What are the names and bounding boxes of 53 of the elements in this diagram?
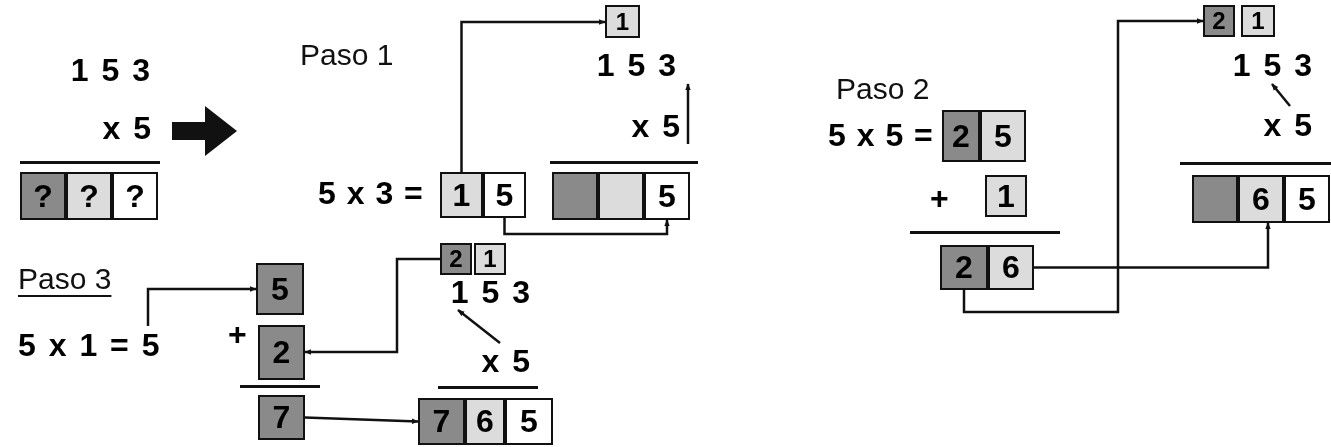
step-title: Paso 3 (18, 262, 112, 296)
digit-box: 5 (483, 172, 526, 218)
arrow (503, 218, 670, 236)
number-row: x 5 (1250, 106, 1324, 144)
digit-box: 1 (985, 175, 1027, 217)
number-row: 1 5 3 (432, 274, 542, 310)
empty-digit-box (1192, 175, 1238, 223)
digit-box: 6 (465, 398, 505, 445)
arrow (146, 286, 257, 326)
empty-digit-box (598, 172, 644, 220)
digit-box: 1 (440, 172, 483, 218)
digit-box: 2 (258, 325, 305, 380)
empty-digit-box (552, 172, 598, 220)
digit-box: ? (66, 172, 112, 220)
arrow (1271, 83, 1291, 107)
number-row: x 5 (600, 108, 692, 144)
number-row-text: 1 5 3 (69, 50, 150, 90)
number-row: x 5 (432, 343, 542, 379)
digit-box: 2 (440, 243, 472, 275)
arrow (304, 416, 419, 425)
digit-box: 5 (644, 172, 690, 220)
digit-box: 5 (1284, 175, 1330, 223)
digit-box: ? (20, 172, 66, 220)
digit-box: 7 (258, 395, 305, 440)
digit-box: 2 (942, 110, 980, 162)
digit-box: ? (112, 172, 158, 220)
digit-box: 5 (505, 398, 553, 445)
digit-box: 1 (474, 243, 506, 275)
number-row-text: x 5 (101, 110, 151, 146)
plus-sign: + (228, 316, 247, 353)
arrow (685, 83, 691, 144)
number-row: 1 5 3 (1200, 46, 1324, 84)
step-title: Paso 1 (300, 38, 394, 72)
arrow (460, 19, 606, 172)
digit-box: 7 (418, 398, 465, 445)
arrow (304, 257, 440, 355)
digit-box: 2 (940, 245, 988, 290)
arrow (962, 18, 1204, 314)
digit-box: 5 (980, 110, 1026, 162)
equation-text: 5 x 5 = (828, 117, 933, 154)
digit-box: 6 (988, 245, 1034, 290)
digit-box: 1 (1241, 5, 1275, 37)
digit-box: 6 (1238, 175, 1284, 223)
digit-box: 5 (256, 263, 304, 315)
equation-text: 5 x 3 = (318, 175, 423, 212)
plus-sign: + (930, 180, 949, 217)
digit-box: 1 (605, 5, 640, 38)
arrow (1034, 222, 1271, 269)
arrow (457, 309, 501, 344)
digit-box: 2 (1203, 5, 1235, 37)
equation-text: 5 x 1 = 5 (18, 326, 173, 364)
number-row: 1 5 3 (560, 46, 688, 84)
step-title: Paso 2 (836, 72, 930, 106)
